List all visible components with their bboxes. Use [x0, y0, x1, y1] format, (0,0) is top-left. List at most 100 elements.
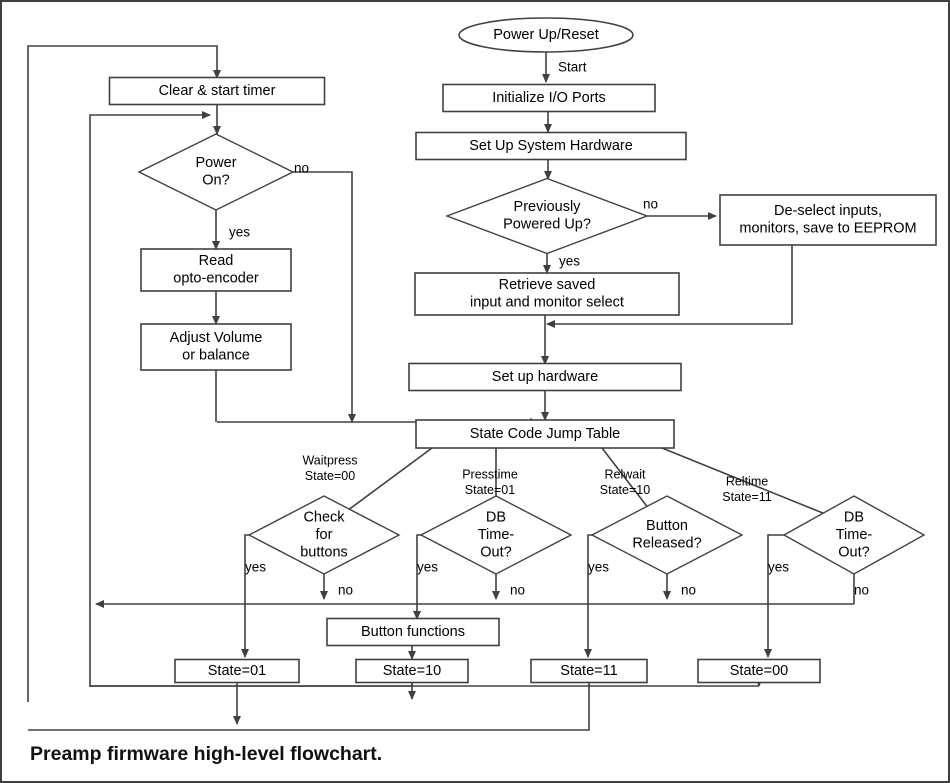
node-shape-read_opto [140, 248, 292, 292]
node-label-check_buttons: buttons [300, 544, 348, 560]
edge-outer-rail-to-clear_timer [27, 45, 221, 702]
branch-label-relwait: Relwait [605, 467, 647, 481]
node-shape-power_on [137, 133, 295, 211]
node-shape-state_10 [355, 658, 469, 684]
node-label-clear_timer: Clear & start timer [159, 83, 276, 99]
node-shape-power_up [458, 17, 634, 53]
node-shape-adjust_volume [140, 323, 292, 371]
edge-label-check-no: no [338, 583, 353, 598]
node-label-retrieve_saved: input and monitor select [470, 295, 624, 311]
node-label-db_timeout_2: DB [844, 509, 864, 525]
node-label-deselect: De-select inputs, [774, 203, 882, 219]
node-shape-setup_sys_hw [415, 131, 687, 161]
node-label-prev_powered: Powered Up? [503, 217, 591, 233]
node-shape-clear_timer [108, 76, 326, 106]
node-deselect: De-select inputs, monitors, save to EEPRO… [719, 194, 937, 246]
node-button_funcs: Button functions [326, 617, 500, 647]
node-shape-db_timeout_1 [419, 495, 573, 575]
node-label-check_buttons: for [316, 527, 333, 543]
edge-label-rel-no: no [681, 583, 696, 598]
edge-power-no-branch [293, 171, 356, 423]
node-label-db_timeout_1: DB [486, 509, 506, 525]
edge-label-start: Start [558, 60, 587, 75]
node-label-state_11: State=11 [560, 663, 617, 679]
node-label-power_on: On? [202, 173, 229, 189]
node-state_00: State=00 [697, 658, 821, 684]
branch-label-reltime: State=11 [722, 490, 772, 504]
branch-label-presstime: Presstime [462, 467, 518, 481]
edge-label-power-yes: yes [229, 225, 250, 240]
branch-label-waitpress: Waitpress [302, 453, 357, 467]
node-label-check_buttons: Check [303, 509, 345, 525]
node-label-power_on: Power [195, 155, 236, 171]
node-adjust_volume: Adjust Volume or balance [140, 323, 292, 371]
node-label-deselect: monitors, save to EEPROM [739, 221, 916, 237]
figure-caption: Preamp firmware high-level flowchart. [30, 743, 383, 765]
node-state_11: State=11 [530, 658, 648, 684]
node-label-setup_hw: Set up hardware [492, 369, 598, 385]
node-shape-state_00 [697, 658, 821, 684]
node-shape-check_buttons [247, 495, 401, 575]
edge-label-check-yes: yes [245, 560, 266, 575]
edge-deselect-down-left [546, 245, 793, 328]
node-setup_hw: Set up hardware [408, 362, 682, 392]
node-label-init_io: Initialize I/O Ports [492, 90, 606, 106]
node-label-state_10: State=10 [383, 663, 441, 679]
node-init_io: Initialize I/O Ports [442, 83, 656, 113]
edge-label-db2-no: no [854, 583, 869, 598]
node-shape-state_11 [530, 658, 648, 684]
edge-label-power-no: no [294, 161, 309, 176]
edge-label-db1-yes: yes [417, 560, 438, 575]
node-state_01: State=01 [174, 658, 300, 684]
node-label-db_timeout_1: Time- [478, 527, 515, 543]
node-label-button_funcs: Button functions [361, 624, 465, 640]
edge-label-db2-yes: yes [768, 560, 789, 575]
node-label-db_timeout_2: Time- [836, 527, 873, 543]
edge-label-db1-no: no [510, 583, 525, 598]
edges-layer [27, 45, 855, 731]
node-label-jump_table: State Code Jump Table [470, 426, 620, 442]
node-label-state_01: State=01 [208, 663, 266, 679]
branch-label-reltime: Reltime [726, 474, 768, 488]
node-label-setup_sys_hw: Set Up System Hardware [469, 138, 633, 154]
node-shape-button_released [590, 495, 744, 575]
node-setup_sys_hw: Set Up System Hardware [415, 131, 687, 161]
node-shape-state_01 [174, 658, 300, 684]
node-db_timeout_2: DB Time-Out? [782, 495, 926, 575]
node-label-button_released: Released? [632, 536, 701, 552]
branch-label-waitpress: State=00 [305, 469, 355, 483]
node-shape-init_io [442, 83, 656, 113]
node-label-adjust_volume: or balance [182, 348, 250, 364]
node-label-button_released: Button [646, 518, 688, 534]
edge-inner-rail-to-power_on [89, 111, 211, 687]
node-shape-db_timeout_2 [782, 495, 926, 575]
node-jump_table: State Code Jump Table [415, 419, 675, 449]
node-label-db_timeout_1: Out? [480, 544, 511, 560]
branch-label-relwait: State=10 [600, 483, 650, 497]
edge-label-prev-no: no [643, 197, 658, 212]
node-power_up: Power Up/Reset [458, 17, 634, 53]
node-state_10: State=10 [355, 658, 469, 684]
node-shape-prev_powered [445, 177, 649, 255]
node-shape-retrieve_saved [414, 272, 680, 316]
node-label-read_opto: opto-encoder [173, 271, 259, 287]
node-label-state_00: State=00 [730, 663, 788, 679]
node-label-db_timeout_2: Out? [838, 544, 869, 560]
node-label-power_up: Power Up/Reset [493, 27, 599, 43]
node-shape-deselect [719, 194, 937, 246]
node-label-prev_powered: Previously [514, 199, 582, 215]
node-clear_timer: Clear & start timer [108, 76, 326, 106]
node-label-adjust_volume: Adjust Volume [170, 330, 263, 346]
edge-jump-to-db2 [661, 447, 846, 523]
edge-state11-down-rail [28, 683, 590, 731]
